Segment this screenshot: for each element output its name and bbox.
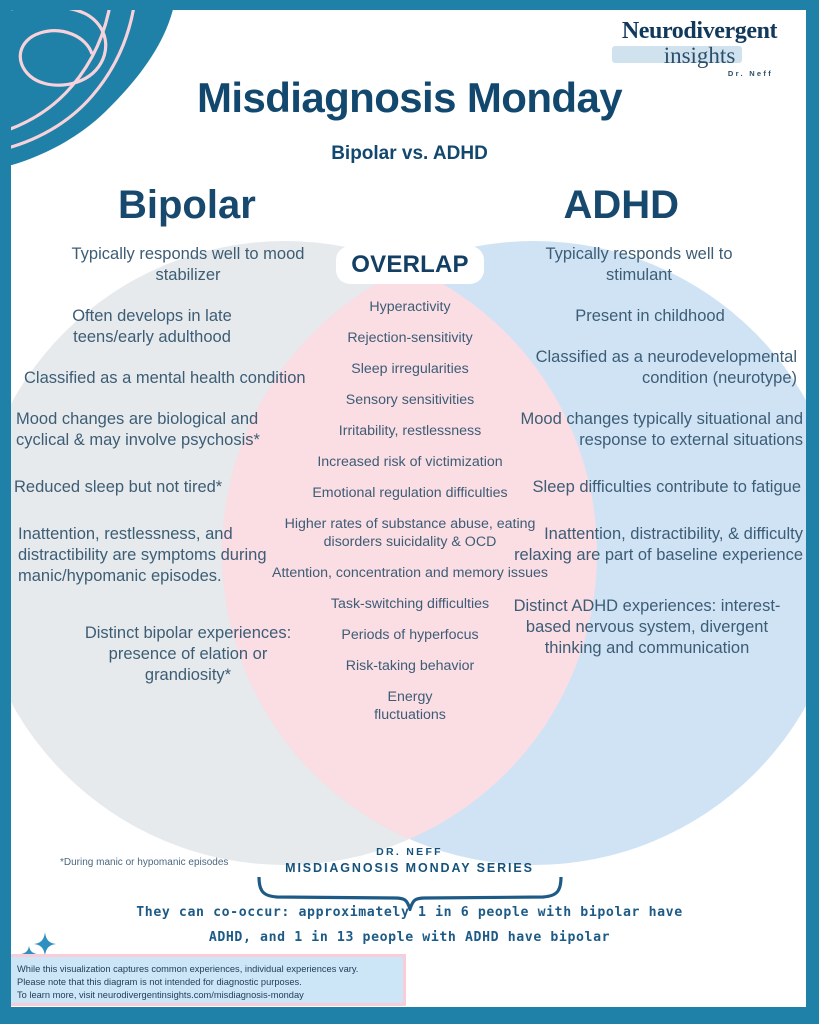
decorative-blob bbox=[0, 0, 190, 165]
page-title: Misdiagnosis Monday bbox=[197, 74, 623, 121]
venn-right-title: ADHD bbox=[563, 183, 679, 227]
logo-brush-stroke bbox=[612, 46, 742, 63]
list-item: Distinct ADHD experiences: interest-base… bbox=[513, 597, 781, 657]
series-name: MISDIAGNOSIS MONDAY SERIES bbox=[285, 861, 534, 875]
list-item: Attention, concentration and memory issu… bbox=[271, 565, 548, 581]
page-subtitle: Bipolar vs. ADHD bbox=[331, 143, 488, 164]
logo-line-author: Dr. Neff bbox=[727, 69, 773, 78]
list-item: Distinct bipolar experiences: presence o… bbox=[84, 624, 292, 684]
list-item: Task-switching difficulties bbox=[330, 596, 490, 612]
footnote-asterisk: *During manic or hypomanic episodes bbox=[60, 857, 229, 868]
list-item: Inattention, restlessness, and distracti… bbox=[18, 525, 267, 585]
series-author: DR. NEFF bbox=[376, 846, 443, 858]
frame-left-border bbox=[0, 0, 11, 1024]
logo-line-insights: insights bbox=[663, 43, 736, 68]
list-item: Higher rates of substance abuse, eating … bbox=[284, 516, 536, 550]
list-item: Emotional regulation difficulties bbox=[312, 485, 508, 501]
list-item: Hyperactivity bbox=[369, 299, 451, 315]
venn-left-title: Bipolar bbox=[118, 183, 256, 227]
disclaimer-line-3: To learn more, visit neurodivergentinsig… bbox=[17, 990, 304, 1001]
list-item: Inattention, distractibility, & difficul… bbox=[514, 525, 803, 564]
list-item: Mood changes typically situational and r… bbox=[520, 410, 803, 449]
list-item: Present in childhood bbox=[575, 307, 725, 325]
list-item: Often develops in late teens/early adult… bbox=[72, 307, 232, 346]
list-item: Classified as a mental health condition bbox=[24, 369, 306, 387]
frame-top-border bbox=[0, 0, 819, 10]
cooccurrence-line-1: They can co-occur: approximately 1 in 6 … bbox=[136, 905, 683, 920]
curly-brace-icon bbox=[257, 877, 563, 911]
list-item: Sensory sensitivities bbox=[345, 392, 475, 408]
list-item: Reduced sleep but not tired* bbox=[14, 478, 223, 496]
list-item: Periods of hyperfocus bbox=[341, 627, 479, 643]
logo-line-neurodivergent: Neurodivergent bbox=[621, 18, 778, 44]
list-item: Risk-taking behavior bbox=[345, 658, 475, 674]
list-item: Sleep difficulties contribute to fatigue bbox=[532, 478, 801, 496]
disclaimer-box: While this visualization captures common… bbox=[6, 954, 406, 1006]
adhd-items-column: Typically responds well to stimulant Pre… bbox=[513, 244, 805, 679]
disclaimer-line-1: While this visualization captures common… bbox=[17, 964, 359, 974]
brand-logo: Neurodivergent insights Dr. Neff bbox=[602, 18, 797, 78]
bipolar-items-column: Typically responds well to mood stabiliz… bbox=[14, 244, 306, 706]
list-item: Mood changes are biological and cyclical… bbox=[16, 410, 260, 449]
overlap-badge: OVERLAP bbox=[336, 246, 484, 284]
cooccurrence-note: They can co-occur: approximately 1 in 6 … bbox=[0, 900, 819, 950]
cooccurrence-line-2: ADHD, and 1 in 13 people with ADHD have … bbox=[208, 930, 611, 945]
frame-bottom-border bbox=[0, 1007, 819, 1024]
list-item: Typically responds well to mood stabiliz… bbox=[71, 245, 305, 284]
list-item: Increased risk of victimization bbox=[317, 454, 503, 470]
series-label: DR. NEFF MISDIAGNOSIS MONDAY SERIES bbox=[0, 845, 819, 877]
list-item: Classified as a neurodevelopmental condi… bbox=[535, 348, 797, 387]
list-item: Rejection-sensitivity bbox=[347, 330, 473, 346]
overlap-items-column: Hyperactivity Rejection-sensitivity Slee… bbox=[270, 298, 550, 737]
disclaimer-line-2: Please note that this diagram is not int… bbox=[17, 977, 302, 988]
list-item: Irritability, restlessness bbox=[338, 423, 482, 439]
frame-right-border bbox=[806, 0, 819, 1024]
list-item: Typically responds well to stimulant bbox=[545, 245, 733, 284]
list-item: Energy fluctuations bbox=[374, 689, 446, 723]
list-item: Sleep irregularities bbox=[351, 361, 469, 377]
venn-circle-overlap bbox=[222, 241, 597, 865]
